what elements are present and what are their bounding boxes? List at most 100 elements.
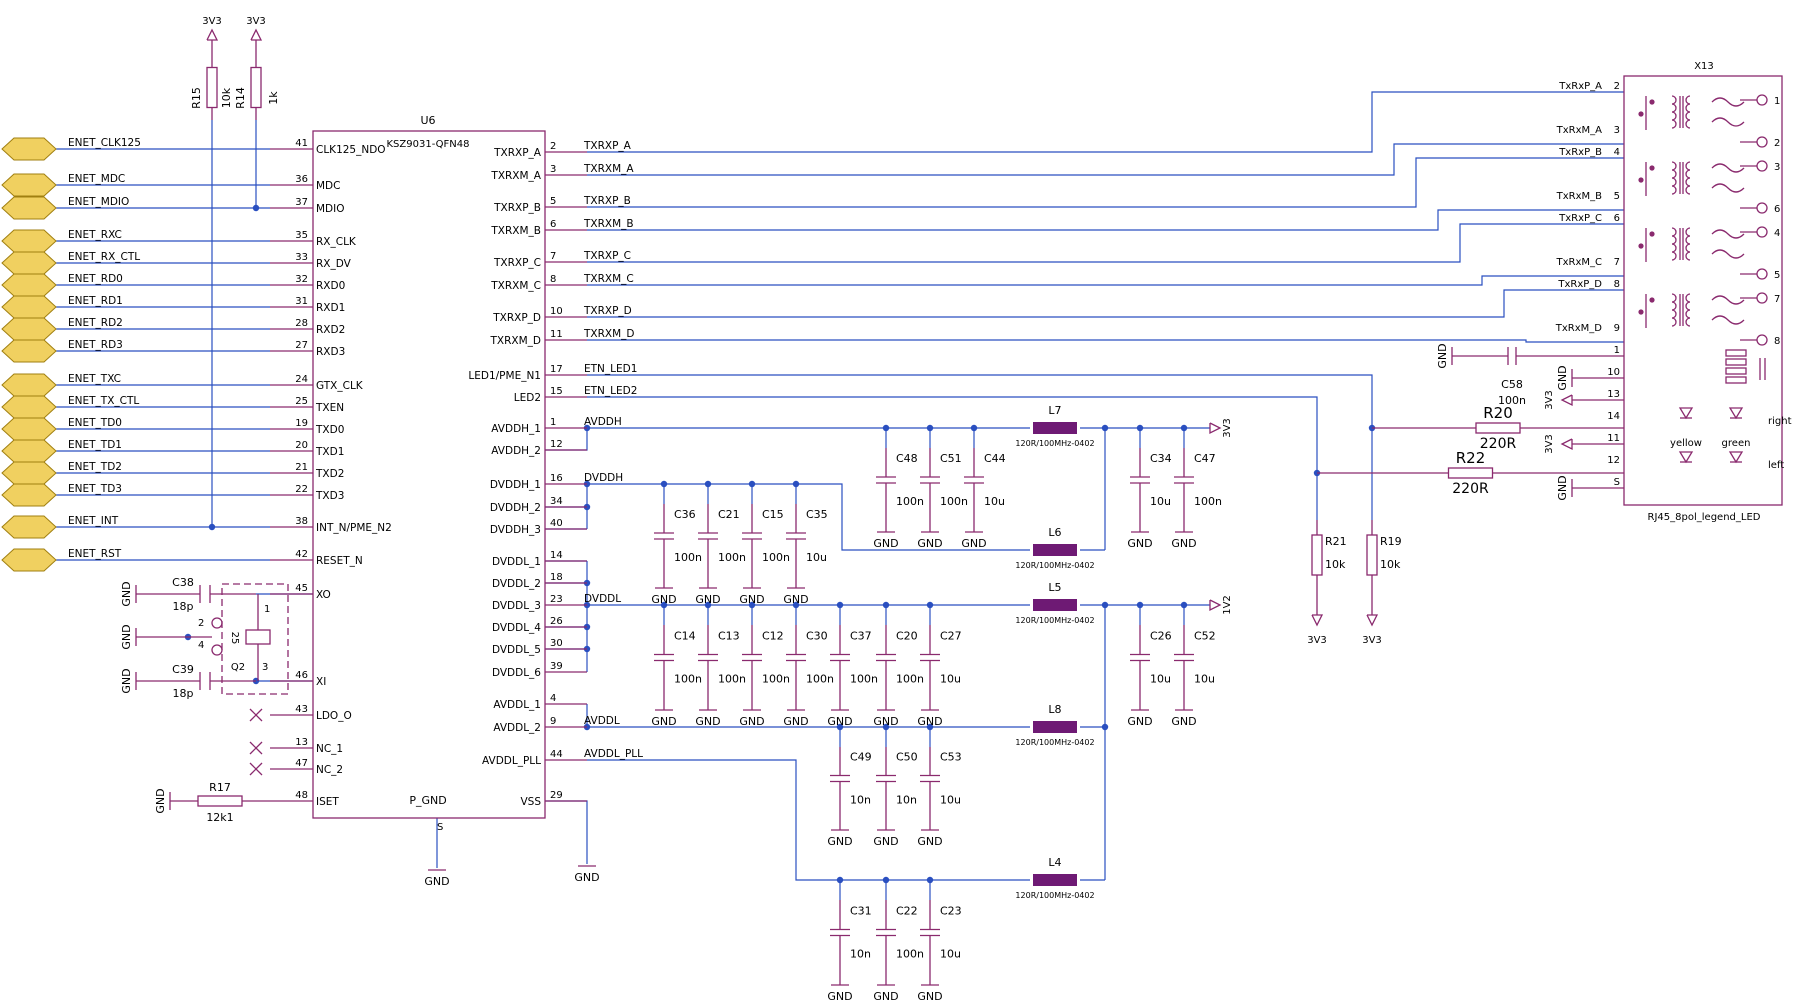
u6-pin-number: 37 (295, 197, 308, 208)
cap-value: 10u (940, 794, 961, 807)
inductor-spec: 120R/100MHz-0402 (1015, 891, 1094, 900)
x13-contact (1756, 268, 1768, 280)
u6-pin-number: 41 (295, 138, 308, 149)
junction-dot (748, 601, 756, 609)
cap-value: 10n (850, 794, 871, 807)
x13-contact-number: 4 (1774, 228, 1780, 239)
port-enet_td2 (1, 461, 57, 485)
u6-pin-number: 29 (550, 790, 563, 801)
junction-dot (1180, 424, 1188, 432)
wire (587, 339, 1624, 343)
inductor-spec: 120R/100MHz-0402 (1015, 616, 1094, 625)
junction-dot (660, 480, 668, 488)
x13-pin-name: TxRxM_D (1555, 323, 1603, 334)
port-enet_mdio (1, 196, 57, 220)
u6-pin-name: DVDDH_3 (490, 524, 541, 536)
polarity-dot (1649, 99, 1655, 105)
port-enet_rd3 (1, 339, 57, 363)
r15-ref: R15 (190, 87, 203, 109)
u6-pin-number: 24 (295, 374, 308, 385)
transformer-coil (1685, 119, 1691, 129)
crystal-pin (211, 644, 223, 656)
net-label: TXRXM_C (583, 273, 634, 285)
c38-ref: C38 (172, 576, 194, 589)
u6-pin-number: 43 (295, 704, 308, 715)
u6-pin-number: 15 (550, 386, 563, 397)
u6-pin-name: VSS (520, 796, 541, 808)
cm-choke (1711, 315, 1745, 325)
port-enet_mdc (1, 173, 57, 197)
x13-contact (1756, 202, 1768, 214)
wire (587, 759, 1030, 881)
u6-pin-number: 16 (550, 473, 563, 484)
transformer-coil (1671, 309, 1677, 319)
u6-pin-number: 7 (550, 251, 556, 262)
net-label: DVDDH (584, 472, 623, 484)
cap-value: 100n (850, 673, 878, 686)
u6-pin-name: CLK125_NDO (316, 144, 386, 156)
u6-pin-number: 32 (295, 274, 308, 285)
port-name: ENET_RD3 (68, 339, 123, 351)
u6-pin-name: GTX_CLK (316, 380, 364, 392)
gnd-label: GND (651, 593, 676, 606)
x13-pin-name: TxRxP_D (1557, 279, 1602, 290)
cap-value: 10u (1194, 673, 1215, 686)
u6-pin-name: LDO_O (316, 710, 352, 722)
gnd-label: GND (827, 835, 852, 848)
u6-pin-number: 30 (550, 638, 563, 649)
port-name: ENET_INT (68, 515, 119, 527)
transformer-coil (1671, 119, 1677, 129)
cap-value: 10n (896, 794, 917, 807)
u6-pin-number: 11 (550, 329, 563, 340)
u6-pin-name: TXD2 (315, 468, 344, 480)
inductor-spec: 120R/100MHz-0402 (1015, 561, 1094, 570)
x13-led-left: left (1768, 460, 1784, 471)
polarity-dot (1638, 243, 1644, 249)
resistor-ref: R22 (1456, 449, 1486, 467)
u6-pin-number: 5 (550, 196, 556, 207)
cap-ref: C48 (896, 452, 918, 465)
transformer-coil (1685, 293, 1691, 303)
x13-contact (1756, 226, 1768, 238)
port-name: ENET_TX_CTL (68, 395, 139, 407)
junction-dot (836, 601, 844, 609)
cap-ref: C21 (718, 508, 740, 521)
junction-dot (926, 876, 934, 884)
cm-choke (1711, 163, 1745, 173)
resistor-ref: R17 (209, 781, 231, 794)
no-connect (249, 741, 263, 755)
gnd-label: GND (827, 715, 852, 728)
transformer-coil (1685, 177, 1691, 187)
u6-pin-number: 28 (295, 318, 308, 329)
cap-value: 100n (896, 948, 924, 961)
cap-ref: C53 (940, 751, 962, 764)
ferrite-bead (1033, 422, 1077, 434)
u6-pin-name: TXEN (315, 402, 344, 414)
u6-pin-name: RXD1 (316, 302, 345, 314)
junction-dot (882, 601, 890, 609)
cap-value: 10u (1150, 495, 1171, 508)
x13-pin-number: 9 (1614, 323, 1620, 334)
inductor-ref: L6 (1048, 526, 1061, 539)
junction-dot (882, 876, 890, 884)
net-label: TXRXP_D (583, 305, 632, 317)
u6-pin-number: 13 (295, 737, 308, 748)
cm-choke (1711, 117, 1745, 127)
junction-dot (704, 480, 712, 488)
c58-ref: C58 (1501, 378, 1523, 391)
c39-ref: C39 (172, 663, 194, 676)
port-enet_int (1, 515, 57, 539)
u6-pin-number: 47 (295, 758, 308, 769)
gnd-label: GND (120, 581, 133, 606)
x13-pin-number: 4 (1614, 147, 1620, 158)
gnd-label: GND (1556, 475, 1569, 500)
gnd-label: GND (873, 835, 898, 848)
u6-pin-name: TXD0 (315, 424, 344, 436)
power-arrow (1209, 599, 1222, 612)
inductor-spec: 120R/100MHz-0402 (1015, 439, 1094, 448)
resistor-body (206, 66, 218, 109)
gnd-label: GND (695, 593, 720, 606)
transformer-coil (1685, 227, 1691, 237)
r15-value: 10k (220, 87, 233, 108)
u6-pin-number: 21 (295, 462, 308, 473)
